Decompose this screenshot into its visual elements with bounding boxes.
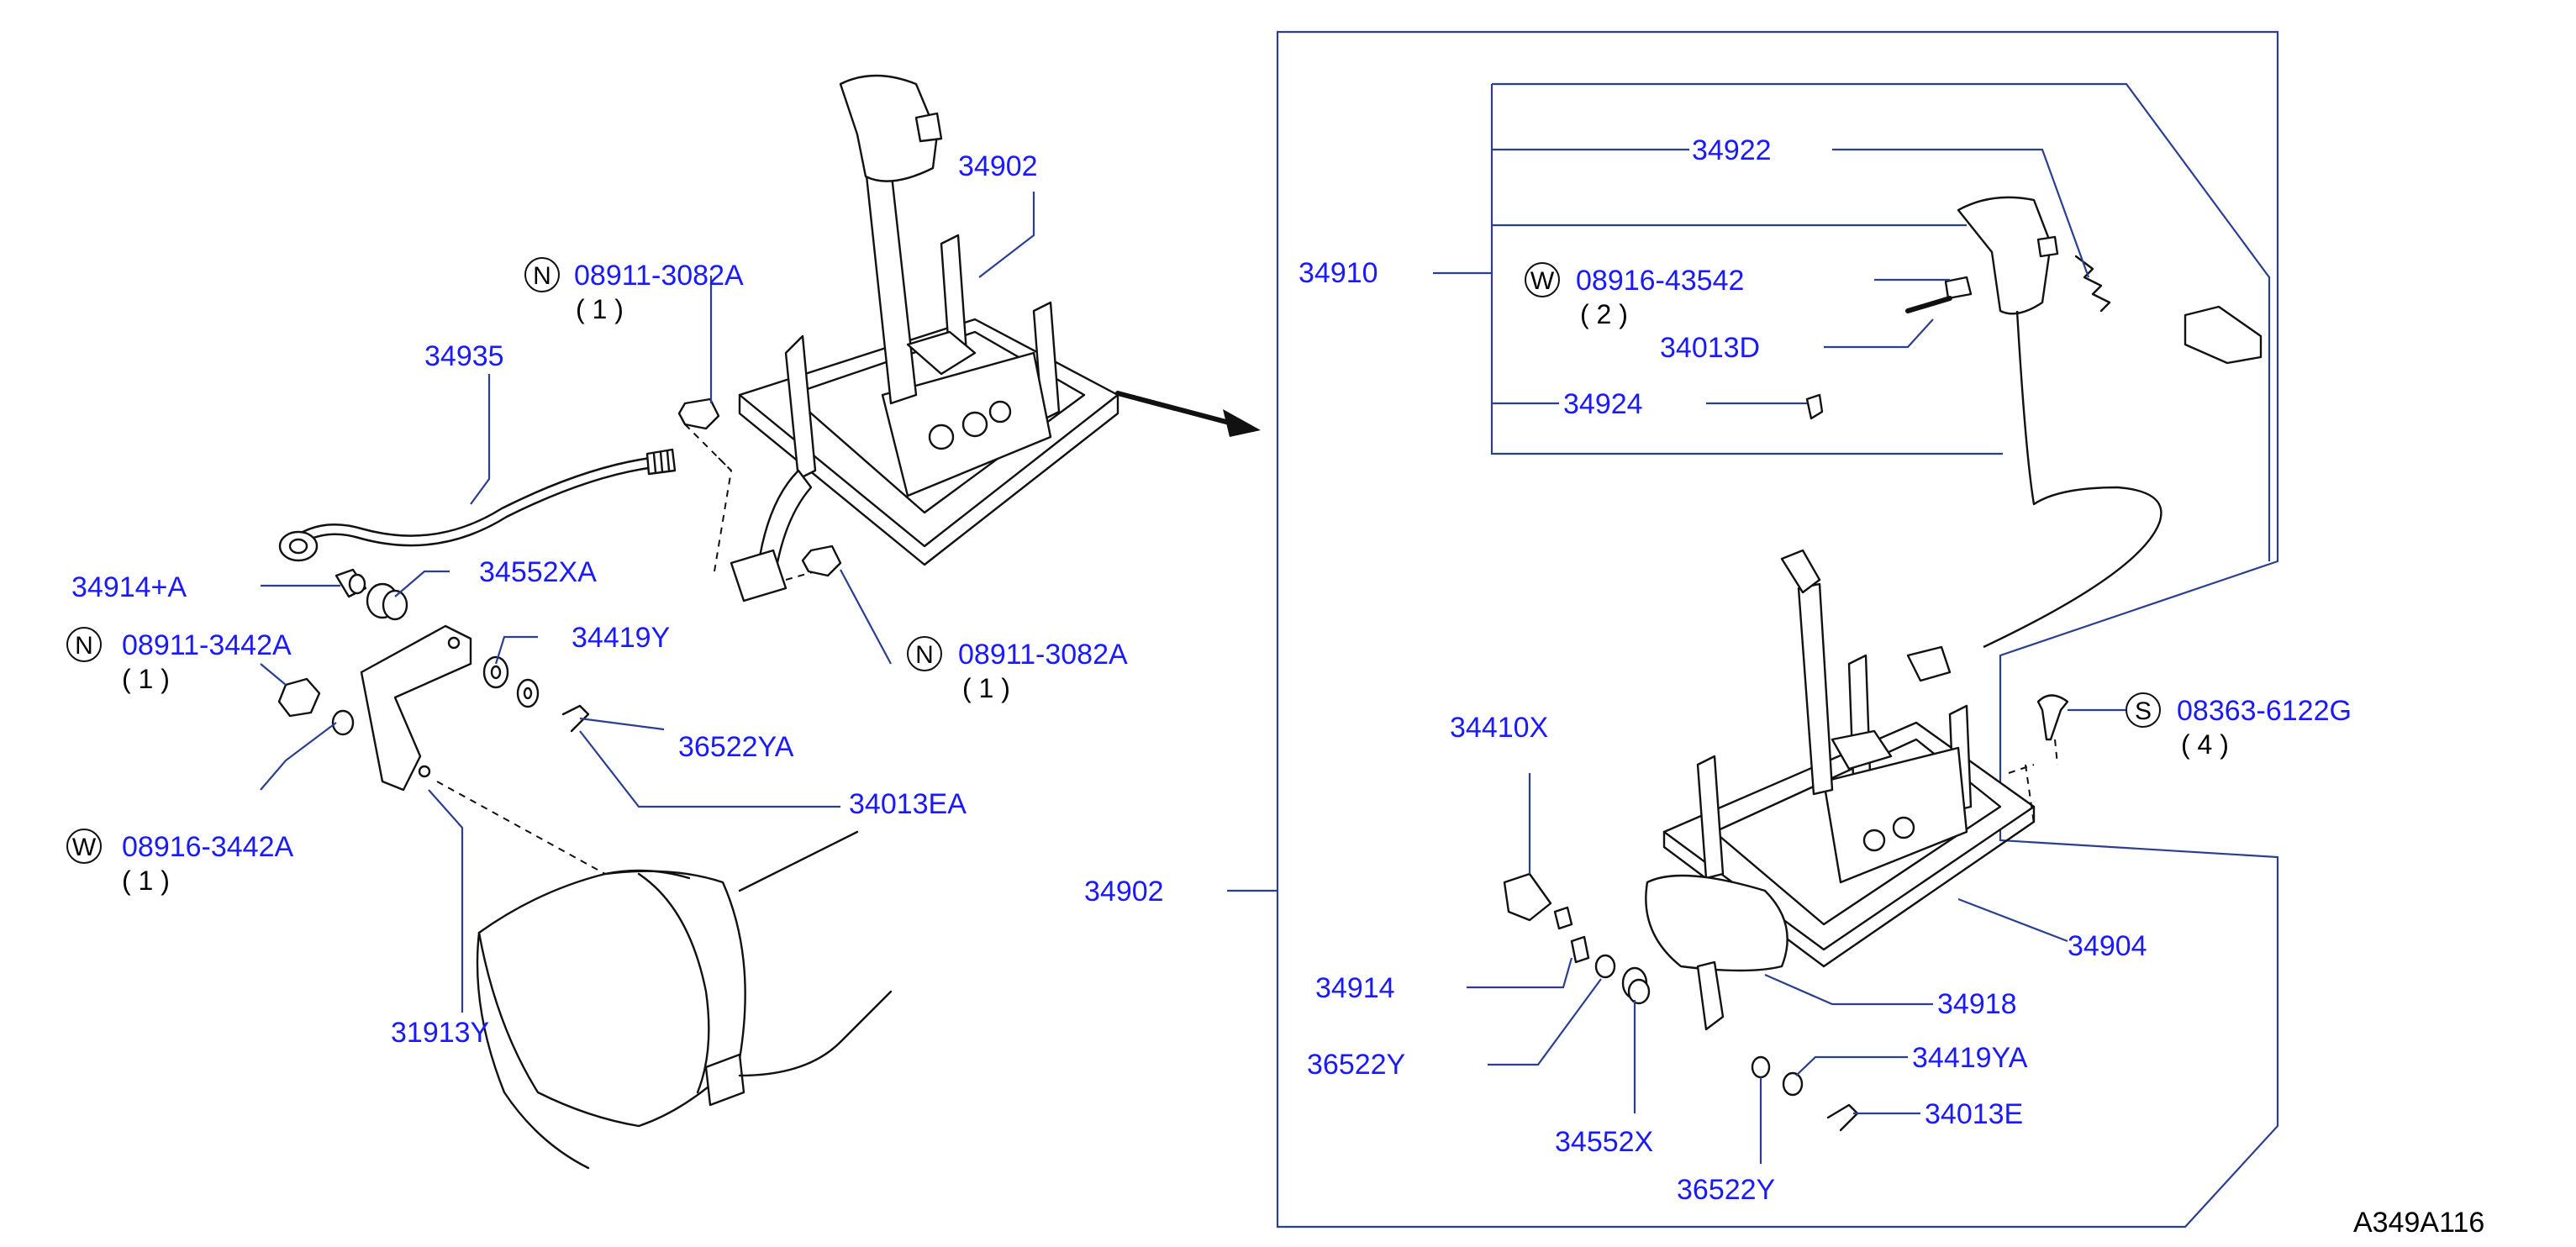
right-leaders (1467, 148, 2126, 1164)
left-shifter-assembly (677, 74, 1119, 602)
label-36522Y-b: 36522Y (1677, 1174, 1775, 1206)
label-08916-43542: 08916-43542 (1576, 265, 1744, 297)
label-34013EA: 34013EA (849, 788, 967, 820)
label-34935: 34935 (424, 340, 504, 372)
label-34924: 34924 (1563, 388, 1643, 420)
transmission-housing (476, 830, 893, 1170)
label-34552XA: 34552XA (479, 556, 597, 588)
label-34902-right: 34902 (1084, 876, 1164, 908)
label-34410X: 34410X (1450, 712, 1548, 744)
qty-08911-3442A: ( 1 ) (122, 664, 170, 694)
label-08911-3082A-top: 08911-3082A (574, 260, 744, 292)
label-36522Y-a: 36522Y (1307, 1049, 1405, 1081)
label-36522YA: 36522YA (678, 731, 794, 763)
label-08916-3442A: 08916-3442A (122, 831, 294, 863)
w-letter: W (72, 834, 97, 861)
label-34914A: 34914+A (71, 571, 187, 603)
detail-frame (1227, 30, 2279, 1229)
label-31913Y: 31913Y (391, 1017, 489, 1049)
w-letter: W (1530, 267, 1555, 295)
arrow-to-detail (1115, 391, 1261, 437)
label-08911-3442A: 08911-3442A (122, 629, 292, 661)
diagram-code: A349A116 (2353, 1207, 2484, 1239)
label-34013D: 34013D (1660, 332, 1760, 364)
label-08911-3082A-right: 08911-3082A (958, 639, 1128, 671)
n-letter: N (533, 262, 551, 290)
right-shifter-assembly (1645, 549, 2036, 1031)
n-circle-icon (66, 627, 102, 662)
label-34914: 34914 (1315, 972, 1395, 1004)
qty-08916-43542: ( 2 ) (1580, 299, 1628, 329)
n-letter: N (75, 632, 93, 660)
s-circle-icon (2126, 692, 2161, 728)
right-small-parts (1503, 694, 2069, 1132)
left-small-parts (277, 568, 606, 875)
n-circle-icon (524, 257, 560, 292)
right-knob-parts (1805, 196, 2263, 682)
left-labels: 34902 N 08911-3082A ( 1 ) 34935 34914+A … (66, 150, 1128, 1049)
label-08363-6122G: 08363-6122G (2177, 695, 2352, 727)
s-letter: S (2135, 697, 2152, 725)
label-34902-left: 34902 (958, 150, 1038, 182)
qty-08911-3082A-top: ( 1 ) (576, 294, 624, 324)
label-34904: 34904 (2068, 930, 2147, 962)
w-circle-icon (66, 829, 102, 864)
label-34918: 34918 (1937, 988, 2017, 1020)
label-34419Y: 34419Y (572, 622, 670, 654)
qty-08916-3442A: ( 1 ) (122, 866, 170, 896)
left-leaders (260, 192, 1035, 1013)
rod-assembly (278, 448, 677, 562)
label-34922: 34922 (1692, 134, 1772, 166)
label-34419YA: 34419YA (1912, 1042, 2028, 1074)
n-circle-icon (907, 636, 942, 671)
n-letter: N (915, 641, 934, 669)
w-circle-icon (1525, 262, 1560, 297)
label-34552X: 34552X (1555, 1126, 1653, 1158)
label-34013E: 34013E (1925, 1098, 2023, 1130)
qty-08363-6122G: ( 4 ) (2181, 729, 2229, 760)
label-34910: 34910 (1299, 257, 1378, 289)
right-labels: 34922 34910 W 08916-43542 ( 2 ) 34013D 3… (1084, 134, 2352, 1206)
qty-08911-3082A-right: ( 1 ) (962, 673, 1010, 703)
